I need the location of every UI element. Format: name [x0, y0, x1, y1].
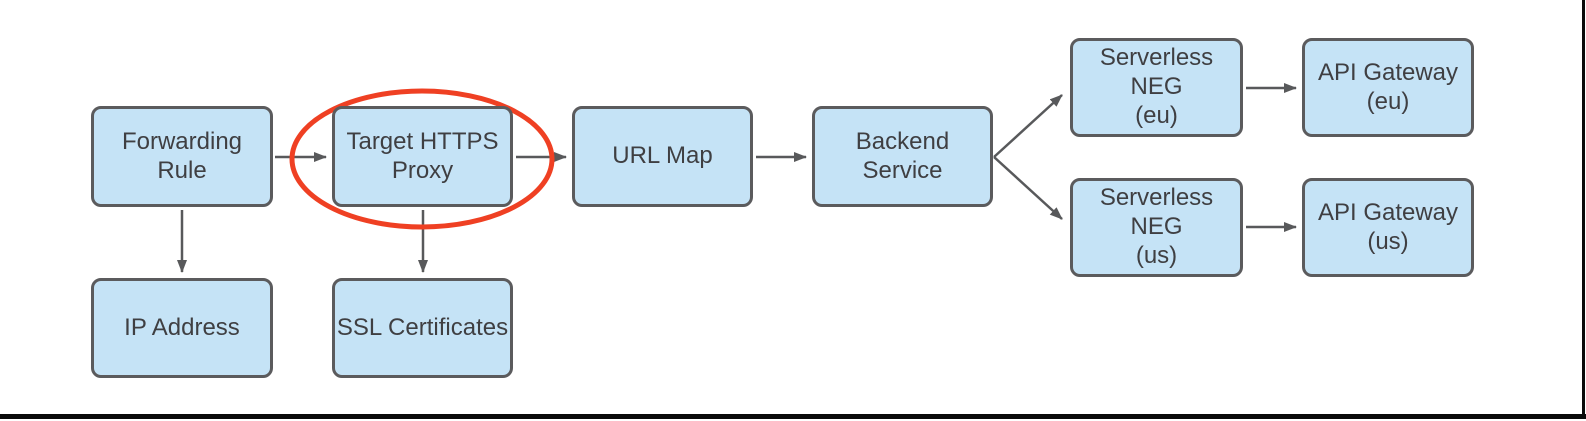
node-forwarding-rule-label: Forwarding Rule	[121, 127, 243, 184]
edge-backend-service-to-serverless-neg-eu	[993, 94, 1063, 158]
node-api-gateway-eu-label: API Gateway (eu)	[1317, 58, 1459, 115]
node-backend-service: Backend Service	[812, 106, 993, 207]
page-edge-rule-bottom	[0, 414, 1586, 419]
edge-backend-service-to-serverless-neg-us	[993, 156, 1063, 220]
node-serverless-neg-eu-label: Serverless NEG (eu)	[1099, 44, 1214, 129]
node-ip-address-label: IP Address	[124, 313, 240, 341]
node-ssl-certificates: SSL Certificates	[332, 278, 513, 378]
node-api-gateway-eu: API Gateway (eu)	[1302, 38, 1474, 137]
node-url-map-label: URL Map	[612, 142, 713, 170]
page-edge-rule-right	[1582, 0, 1585, 419]
node-serverless-neg-eu: Serverless NEG (eu)	[1070, 38, 1243, 137]
node-ip-address: IP Address	[91, 278, 273, 378]
node-backend-service-label: Backend Service	[855, 127, 950, 184]
node-forwarding-rule: Forwarding Rule	[91, 106, 273, 207]
node-api-gateway-us-label: API Gateway (us)	[1317, 198, 1459, 255]
node-target-https-proxy: Target HTTPS Proxy	[332, 106, 513, 207]
node-serverless-neg-us-label: Serverless NEG (us)	[1099, 184, 1214, 269]
node-ssl-certificates-label: SSL Certificates	[336, 313, 509, 341]
node-url-map: URL Map	[572, 106, 753, 207]
node-api-gateway-us: API Gateway (us)	[1302, 178, 1474, 277]
node-serverless-neg-us: Serverless NEG (us)	[1070, 178, 1243, 277]
node-target-https-proxy-label: Target HTTPS Proxy	[346, 127, 499, 184]
